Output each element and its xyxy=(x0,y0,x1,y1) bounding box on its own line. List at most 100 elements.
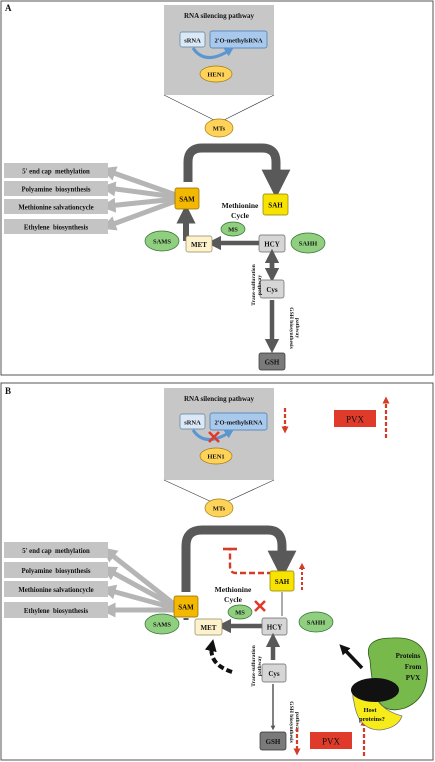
cycle-label-line2: Cycle xyxy=(231,211,250,220)
sahh-enzyme-b xyxy=(298,611,334,633)
hen1-ellipse-b xyxy=(199,447,233,465)
output-box-polyamine xyxy=(4,181,108,196)
panel-b-letter: B xyxy=(5,386,11,396)
hcpro-to-sahh-arrow xyxy=(339,644,364,670)
cycle-arrow-sam-to-sah xyxy=(183,143,291,199)
host-proteins-line1: Host xyxy=(364,707,378,714)
srna-box-b xyxy=(179,413,206,430)
ms-label-b: MS xyxy=(235,610,245,617)
sahh-label: SAHH xyxy=(299,241,317,248)
hen1-label-b: HEN1 xyxy=(207,454,224,461)
met-node xyxy=(185,235,213,253)
mts-ellipse-b xyxy=(204,498,234,518)
output-box-methionine-salvation-b xyxy=(4,581,108,597)
mts-ellipse xyxy=(204,118,234,138)
gsh-label: GSH xyxy=(265,359,280,367)
trans-sulfuration-label-line1: Trans-sulfuration xyxy=(251,264,257,305)
panel-a-letter: A xyxy=(5,3,12,13)
mts-label-b: MTs xyxy=(213,506,226,513)
sah-node-b xyxy=(269,570,295,592)
methyl-srna-label-b: 2'O-methylsRNA xyxy=(214,420,262,427)
pvx-label-top: PVX xyxy=(346,415,365,425)
output-box-polyamine-b xyxy=(4,562,108,578)
output-box-cap-methylation xyxy=(4,163,108,178)
panel-a: A RNA silencing pathway sRNA 2'O-methyls… xyxy=(0,0,434,376)
output-label-polyamine-b: Polyamine biosynthesis xyxy=(21,568,90,575)
met-label: MET xyxy=(191,241,207,249)
pvx-proteins-line3: PVX xyxy=(406,674,420,682)
block-cross-rna-icon xyxy=(208,431,220,443)
output-label-ethylene: Ethylene biosynthesis xyxy=(24,225,89,232)
cys-node-b xyxy=(261,663,287,683)
sahh-label-b: SAHH xyxy=(307,620,325,627)
methylation-arrow-b xyxy=(191,429,234,441)
cycle-label-line1: Methionine xyxy=(222,201,259,210)
srna-box xyxy=(179,31,206,48)
zoom-line-right-b xyxy=(223,479,275,504)
ms-label: MS xyxy=(228,227,238,234)
trans-sulfuration-label-line2: pathway xyxy=(257,275,263,295)
output-label-polyamine: Polyamine biosynthesis xyxy=(21,187,90,194)
sah-label-b: SAH xyxy=(275,578,290,586)
methyl-srna-box xyxy=(209,30,268,49)
hcpro-met-dashed-arrow xyxy=(204,639,233,674)
cys-node xyxy=(259,279,285,299)
output-label-methionine-salvation: Methionine salvationcycle xyxy=(18,205,93,212)
srna-label-b: sRNA xyxy=(184,420,201,427)
cys-label-b: Cys xyxy=(268,670,280,678)
output-arrow-1-b xyxy=(102,547,176,606)
output-box-ethylene-b xyxy=(4,602,108,618)
cycle-label-line2-b: Cycle xyxy=(224,595,243,604)
trans-sulfuration-label-line1-b: Trans-sulfuration xyxy=(251,645,257,686)
ms-enzyme-b xyxy=(227,604,253,620)
output-arrow-2-b xyxy=(101,566,176,609)
sams-label: SAMS xyxy=(153,239,171,246)
output-arrow-3-b xyxy=(100,584,175,611)
block-cross-sahh-icon xyxy=(254,600,266,612)
hcpro-ellipse xyxy=(351,678,399,702)
sam-node xyxy=(174,187,200,210)
output-arrow-1 xyxy=(100,166,177,198)
trans-sulfuration-label-line2-b: pathway xyxy=(257,656,263,676)
sah-label: SAH xyxy=(268,202,283,210)
hen1-label: HEN1 xyxy=(207,72,224,79)
cys-label: Cys xyxy=(266,286,278,294)
methyl-srna-label: 2'O-methylsRNA xyxy=(214,38,262,45)
srna-label: sRNA xyxy=(184,38,201,45)
output-box-ethylene xyxy=(4,219,108,234)
output-label-ethylene-b: Ethylene biosynthesis xyxy=(24,608,89,615)
zoom-line-left-b xyxy=(163,479,215,504)
output-arrow-4 xyxy=(100,198,177,231)
pvx-proteins-line2: From xyxy=(405,663,422,671)
output-label-methionine-salvation-b: Methionine salvationcycle xyxy=(18,587,93,594)
panel-b: B RNA silencing pathway sRNA 2'O-methyls… xyxy=(0,382,434,761)
ms-enzyme xyxy=(220,221,246,237)
gsh-node xyxy=(258,352,286,371)
rna-silencing-title: RNA silencing pathway xyxy=(184,12,255,20)
rna-silencing-title-b: RNA silencing pathway xyxy=(184,395,255,403)
pvx-proteins-line1: Proteins xyxy=(396,652,421,660)
rna-silencing-box-b xyxy=(164,388,274,480)
met-node-b xyxy=(194,618,223,636)
met-label-b: MET xyxy=(201,624,217,632)
gsh-biosynthesis-label-line2-b: pathway xyxy=(294,712,300,732)
zoom-line-left xyxy=(163,94,215,121)
host-proteins-line2: proteins? xyxy=(359,716,385,723)
sams-enzyme-b xyxy=(144,613,180,635)
gsh-label-b: GSH xyxy=(266,738,281,746)
cycle-label-line1-b: Methionine xyxy=(215,585,252,594)
pvx-box-top xyxy=(334,410,376,427)
mts-label: MTs xyxy=(213,126,226,133)
methylation-arrow xyxy=(191,47,234,59)
gsh-biosynthesis-label-line1-b: GSH biosynthesis xyxy=(288,701,294,742)
zoom-line-right xyxy=(223,94,275,121)
sah-node xyxy=(262,193,289,216)
sam-node-b xyxy=(173,595,199,618)
output-arrow-2 xyxy=(100,181,177,200)
sah-inhibition-line xyxy=(228,549,282,575)
sam-label: SAM xyxy=(179,196,195,204)
pvx-box-bottom xyxy=(310,732,352,749)
hcy-label-b: HCY xyxy=(267,624,283,632)
sams-label-b: SAMS xyxy=(153,622,171,629)
